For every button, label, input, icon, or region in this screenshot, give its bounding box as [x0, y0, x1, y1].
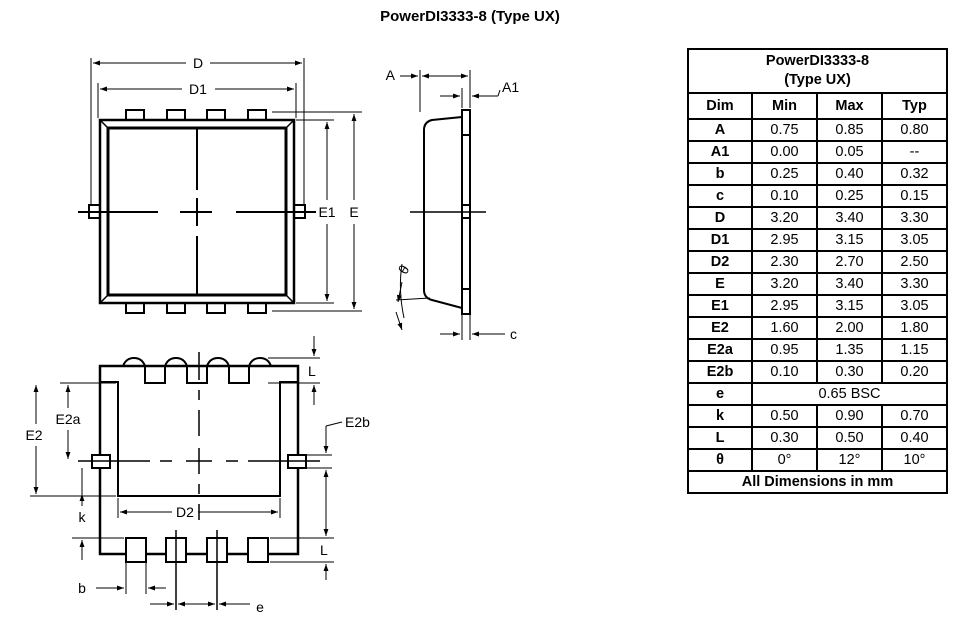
header-min: Min — [752, 93, 817, 119]
exposed-pad — [100, 381, 298, 497]
side-lead-top — [461, 109, 471, 136]
header-typ: Typ — [882, 93, 947, 119]
label-D2: D2 — [176, 504, 194, 520]
label-k: k — [79, 509, 87, 525]
top-leads-lower — [125, 302, 267, 314]
bottom-view: L E2a E2 E2b k D2 L — [25, 336, 370, 615]
label-e: e — [256, 599, 264, 615]
side-view: A A1 θ c — [386, 67, 520, 342]
top-leads-upper — [125, 109, 267, 121]
top-view: D D1 E1 E — [78, 55, 362, 314]
label-E2a: E2a — [56, 411, 81, 427]
table-caption-line1: PowerDI3333-8 — [765, 53, 870, 69]
label-A1: A1 — [502, 79, 519, 95]
bottom-leads — [125, 537, 269, 563]
label-E1: E1 — [318, 204, 335, 220]
label-theta: θ — [395, 262, 413, 277]
dimensions-table: PowerDI3333-8 (Type UX) Dim Min Max Typ … — [687, 48, 948, 494]
label-L-top: L — [308, 363, 316, 379]
table-header-row: Dim Min Max Typ — [688, 93, 947, 119]
table-caption-line2: (Type UX) — [784, 72, 851, 88]
pad-top-notches — [100, 356, 298, 384]
bottom-center-lines — [78, 352, 320, 610]
drawing-title: PowerDI3333-8 (Type UX) — [380, 8, 560, 25]
label-A: A — [386, 67, 396, 83]
table-caption: PowerDI3333-8 (Type UX) — [688, 49, 947, 93]
header-dim: Dim — [688, 93, 752, 119]
top-center-lines — [78, 128, 316, 295]
label-D1: D1 — [189, 81, 207, 97]
label-D: D — [193, 55, 203, 71]
table-footer: All Dimensions in mm — [688, 471, 947, 493]
header-max: Max — [817, 93, 882, 119]
label-c: c — [510, 326, 517, 342]
label-b: b — [78, 580, 86, 596]
label-E2b: E2b — [345, 414, 370, 430]
side-lead-bottom — [461, 288, 471, 315]
label-E2: E2 — [25, 427, 42, 443]
side-body-profile — [423, 116, 463, 309]
label-E: E — [349, 204, 358, 220]
label-L-bottom: L — [320, 542, 328, 558]
